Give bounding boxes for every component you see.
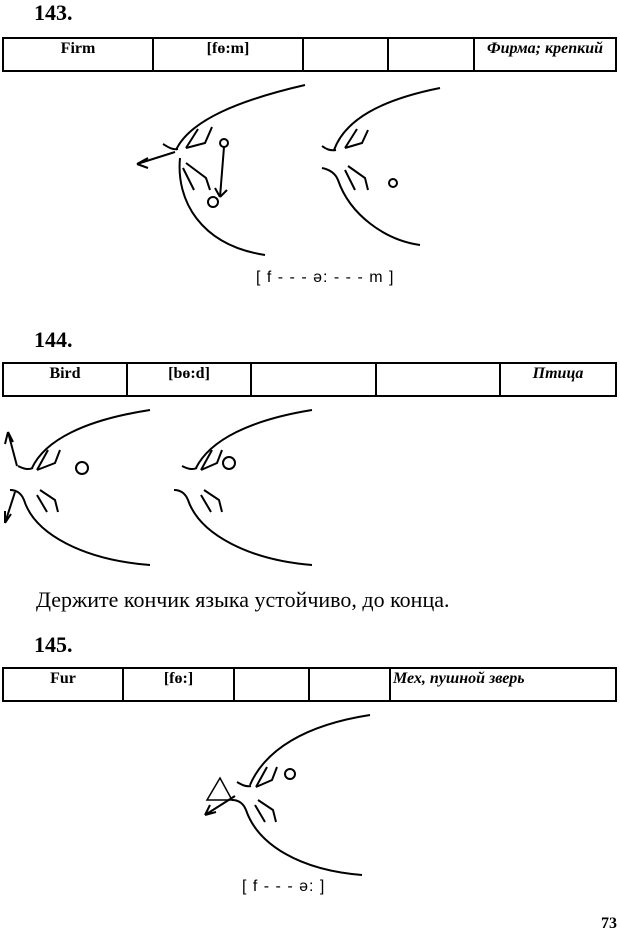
word-cell: Fur [2,667,124,702]
page-number: 73 [601,915,617,932]
transcription-cell: [fɵ:] [122,667,235,702]
translation-cell: Мех, пушной зверь [389,667,617,702]
exercise-table: Bird [bɵ:d] Птица [2,362,617,397]
empty-cell [250,362,377,397]
word-cell: Bird [2,362,128,397]
mouth-diagram-143-b [321,87,441,246]
empty-cell [233,667,310,702]
transcription-cell: [bɵ:d] [126,362,252,397]
mouth-diagram-143-a [136,84,306,256]
empty-cell [308,667,391,702]
mouth-diagram-144-a [4,409,151,566]
word-cell: Firm [2,37,154,72]
sound-sequence-label: [ f - - - ə: ] [242,878,326,895]
empty-cell [387,37,475,72]
transcription-cell: [fɵ:m] [152,37,304,72]
sound-sequence-label: [ f - - - ə: - - - m ] [256,269,395,286]
mouth-diagram-145 [204,714,371,876]
instruction-text: Держите кончик языка устойчиво, до конца… [36,587,450,612]
mouth-diagram-144-b [173,409,313,566]
exercise-number: 144. [34,327,73,352]
exercise-table: Firm [fɵ:m] Фирма; крепкий [2,37,617,72]
exercise-table: Fur [fɵ:] Мех, пушной зверь [2,667,617,702]
exercise-number: 145. [34,632,73,657]
empty-cell [375,362,501,397]
empty-cell [302,37,389,72]
exercise-number: 143. [34,0,73,25]
translation-cell: Птица [499,362,617,397]
translation-cell: Фирма; крепкий [473,37,617,72]
